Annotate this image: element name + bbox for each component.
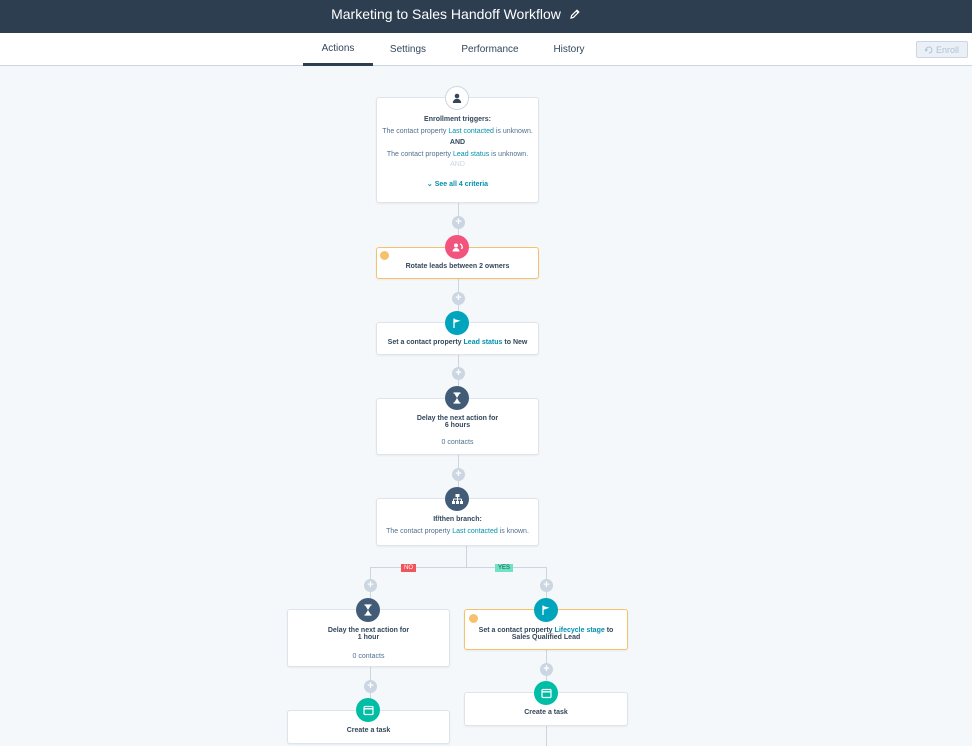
trigger-condition-2: The contact property Lead status is unkn… <box>386 151 529 158</box>
set-lifecycle-text: Set a contact property Lifecycle stage t… <box>478 627 614 634</box>
flag-icon <box>534 598 558 622</box>
chevron-down-icon: ⌄ <box>426 181 435 188</box>
task-icon <box>534 681 558 705</box>
set-lifecycle-value: Sales Qualified Lead <box>511 634 581 641</box>
trigger-heading: Enrollment triggers: <box>424 116 491 123</box>
top-header: Marketing to Sales Handoff Workflow <box>0 0 972 33</box>
add-action-button[interactable]: + <box>540 663 553 676</box>
and-label-faded: AND <box>450 161 465 168</box>
no-branch-label: NO <box>401 564 416 572</box>
if-then-branch-card[interactable]: If/then branch: The contact property Las… <box>376 498 539 546</box>
connector <box>546 726 547 746</box>
tab-actions[interactable]: Actions <box>303 33 373 66</box>
add-action-button[interactable]: + <box>364 579 377 592</box>
title-wrap: Marketing to Sales Handoff Workflow <box>0 0 912 28</box>
yes-branch-label: YES <box>495 564 514 572</box>
set-lead-status-text: Set a contact property Lead status to Ne… <box>387 339 528 346</box>
create-task-text: Create a task <box>346 727 391 734</box>
add-action-button[interactable]: + <box>452 367 465 380</box>
alert-badge-icon <box>380 251 389 260</box>
branch-condition: The contact property Last contacted is k… <box>386 528 529 535</box>
see-all-criteria-link[interactable]: ⌄ See all 4 criteria <box>426 181 489 188</box>
add-action-button[interactable]: + <box>452 216 465 229</box>
flag-icon <box>445 311 469 335</box>
tab-performance[interactable]: Performance <box>461 44 519 55</box>
and-label: AND <box>449 139 466 146</box>
add-action-button[interactable]: + <box>452 468 465 481</box>
branch-connector <box>370 567 546 568</box>
hourglass-icon <box>356 598 380 622</box>
add-action-button[interactable]: + <box>540 579 553 592</box>
add-action-button[interactable]: + <box>364 680 377 693</box>
tab-bar: Actions Settings Performance History <box>0 33 972 66</box>
alert-badge-icon <box>469 614 478 623</box>
delay-line-1: Delay the next action for <box>327 627 410 634</box>
enroll-icon <box>924 46 933 53</box>
delay-contacts: 0 contacts <box>441 439 474 446</box>
delay-line-2: 1 hour <box>357 634 380 641</box>
branch-icon <box>445 487 469 511</box>
add-action-button[interactable]: + <box>452 292 465 305</box>
person-icon <box>445 86 469 110</box>
enroll-label: Enroll <box>935 44 959 55</box>
rotate-text: Rotate leads between 2 owners <box>405 263 510 270</box>
task-icon <box>356 698 380 722</box>
connector <box>466 546 467 568</box>
delay-contacts: 0 contacts <box>352 653 385 660</box>
hourglass-icon <box>445 386 469 410</box>
trigger-condition-1: The contact property Last contacted is u… <box>382 128 533 135</box>
rotate-owner-icon <box>445 235 469 259</box>
delay-line-1: Delay the next action for <box>416 415 499 422</box>
enroll-button[interactable]: Enroll <box>916 41 968 58</box>
create-task-text: Create a task <box>524 709 568 716</box>
delay-line-2: 6 hours <box>444 422 471 429</box>
enrollment-trigger-card[interactable]: Enrollment triggers: The contact propert… <box>376 97 539 203</box>
tab-history[interactable]: History <box>553 44 585 55</box>
pencil-icon[interactable] <box>569 8 581 20</box>
branch-heading: If/then branch: <box>433 516 482 523</box>
workflow-title: Marketing to Sales Handoff Workflow <box>331 6 561 22</box>
tab-settings[interactable]: Settings <box>389 44 427 55</box>
